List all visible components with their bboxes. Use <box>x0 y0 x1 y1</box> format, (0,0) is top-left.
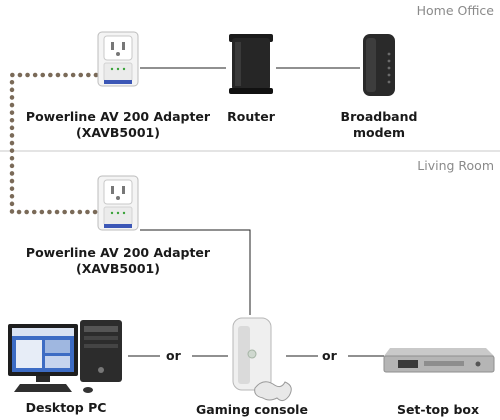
adapter-top-name: Powerline AV 200 Adapter <box>25 109 211 124</box>
desktop-pc-label: Desktop PC <box>25 400 107 415</box>
or-label-left: or <box>166 348 181 363</box>
gaming-console-icon <box>232 317 292 402</box>
broadband-modem-icon <box>363 34 395 96</box>
powerline-link <box>9 72 99 215</box>
set-top-box-icon <box>383 348 495 373</box>
adapter-top-label: Powerline AV 200 Adapter (XAVB5001) <box>20 109 216 141</box>
set-top-box-label: Set-top box <box>396 402 480 417</box>
powerline-adapter-bottom-icon <box>97 175 139 231</box>
adapter-bottom-label: Powerline AV 200 Adapter (XAVB5001) <box>20 245 216 277</box>
desktop-pc-icon <box>8 320 122 393</box>
router-icon <box>229 34 273 94</box>
router-label: Router <box>227 109 275 124</box>
modem-label: Broadband modem <box>336 109 422 141</box>
modem-label-line1: Broadband <box>340 109 418 124</box>
room-label-living-room: Living Room <box>417 158 494 173</box>
room-label-home-office: Home Office <box>416 3 494 18</box>
powerline-adapter-top-icon <box>97 31 139 87</box>
adapter-top-model: (XAVB5001) <box>76 125 160 140</box>
cable-adapter-console <box>140 229 251 315</box>
modem-label-line2: modem <box>352 125 406 140</box>
or-label-right: or <box>322 348 337 363</box>
adapter-bottom-name: Powerline AV 200 Adapter <box>25 245 211 260</box>
adapter-bottom-model: (XAVB5001) <box>76 261 160 276</box>
gaming-console-label: Gaming console <box>196 402 308 417</box>
